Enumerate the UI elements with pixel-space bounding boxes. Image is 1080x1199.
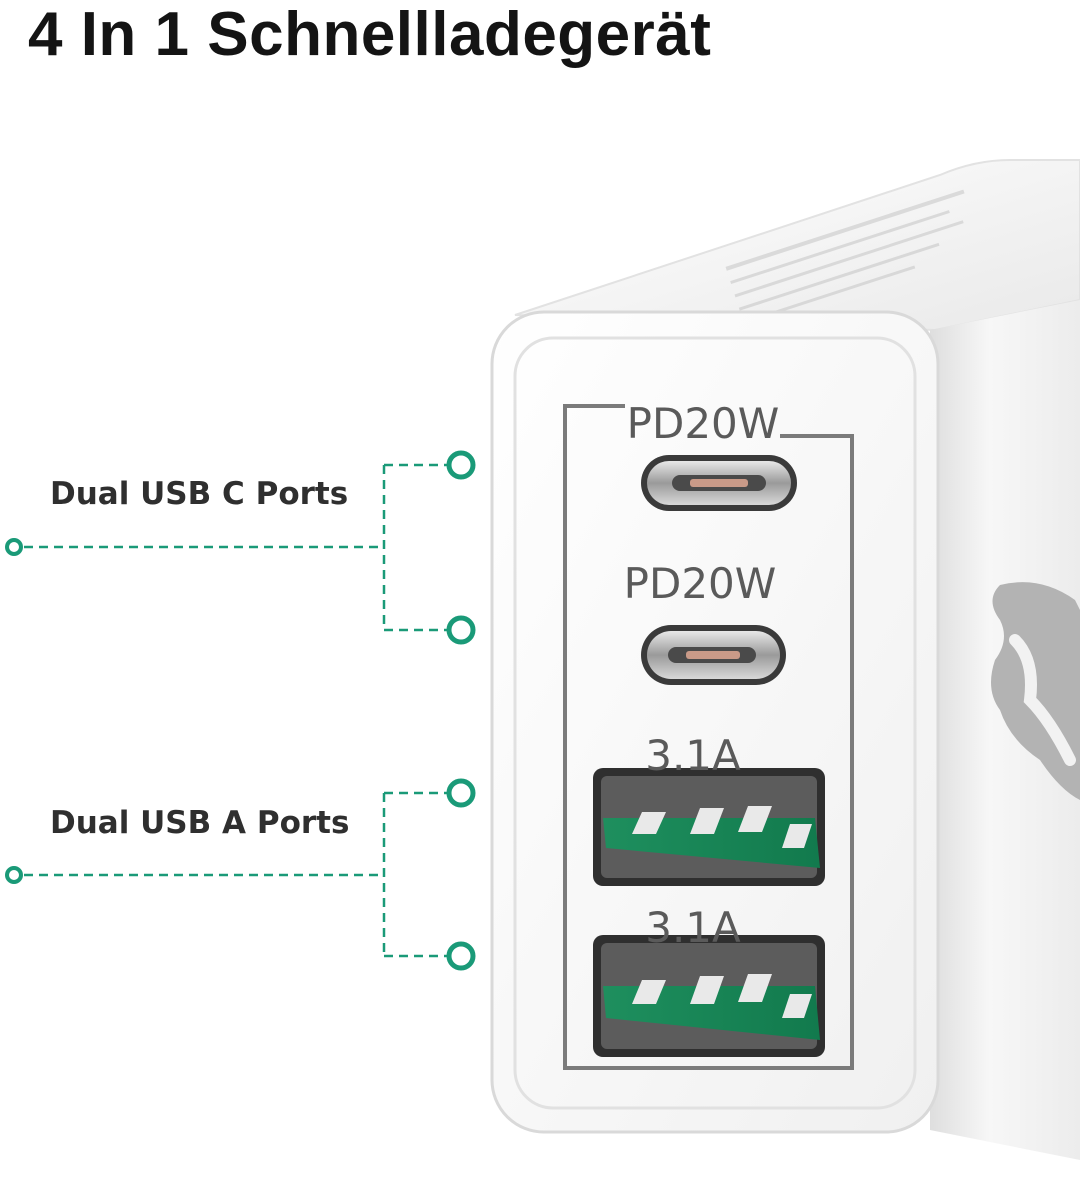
usb-c-port-2[interactable] xyxy=(641,625,786,685)
usb-c-port-1[interactable] xyxy=(641,455,797,511)
usb-c-1-rating: PD20W xyxy=(627,399,780,448)
usb-a-port-2[interactable] xyxy=(593,935,825,1057)
usb-c-callout-connector xyxy=(24,463,448,632)
regulatory-text xyxy=(725,189,965,324)
ring-node-icon xyxy=(5,866,23,884)
usb-a-port-1[interactable] xyxy=(593,768,825,886)
port-frame-outline xyxy=(563,404,854,1070)
ring-node-icon xyxy=(446,615,476,645)
ring-node-icon xyxy=(5,538,23,556)
ring-node-icon xyxy=(446,941,476,971)
ring-node-icon xyxy=(446,778,476,808)
charger-front-bezel xyxy=(513,336,917,1110)
usb-a-callout-label: Dual USB A Ports xyxy=(50,805,350,841)
brand-logo-icon xyxy=(991,582,1080,800)
ring-node-icon xyxy=(446,450,476,480)
usb-c-callout-label: Dual USB C Ports xyxy=(50,476,349,512)
usb-c-2-rating: PD20W xyxy=(624,559,777,608)
charger-front-face xyxy=(490,310,940,1134)
usb-a-2-rating: 3.1A xyxy=(645,903,741,952)
page-title: 4 In 1 Schnellladegerät xyxy=(28,0,712,69)
usb-a-1-rating: 3.1A xyxy=(645,731,741,780)
charger-side-face xyxy=(930,300,1080,1160)
usb-a-callout-connector xyxy=(24,791,448,958)
